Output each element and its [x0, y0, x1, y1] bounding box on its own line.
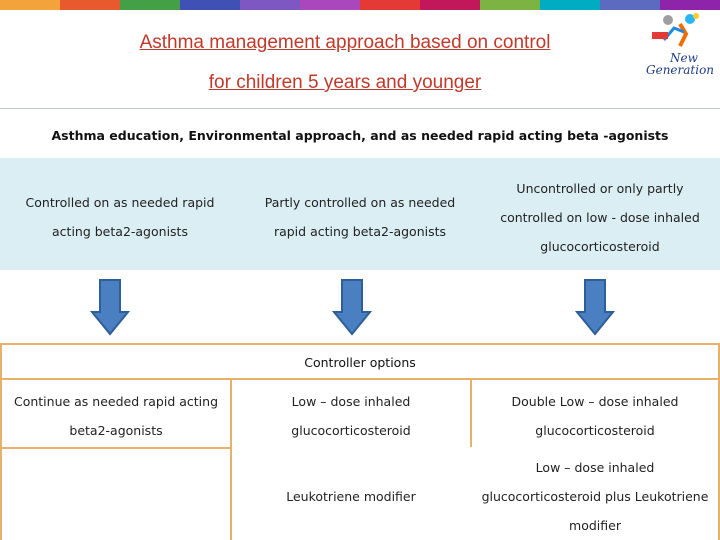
down-arrow-icon — [575, 279, 615, 336]
uncontrolled-line2: controlled on low - dose inhaled — [500, 210, 700, 225]
new-generation-logo: New Generation — [640, 12, 716, 77]
partly-line2: rapid acting beta2-agonists — [273, 224, 447, 239]
color-bar-segment — [180, 0, 240, 10]
top-color-bar — [0, 0, 720, 10]
color-bar-segment — [600, 0, 660, 10]
table-divider — [2, 447, 230, 449]
option-leukotriene-modifier: Leukotriene modifier — [232, 482, 470, 511]
table-divider — [230, 380, 232, 540]
page-title-line2: for children 5 years and younger — [208, 72, 482, 93]
color-bar-segment — [660, 0, 720, 10]
color-bar-segment — [540, 0, 600, 10]
divider-top — [0, 108, 720, 109]
controller-options-header: Controller options — [2, 345, 718, 380]
control-level-partly-controlled: Partly controlled on as needed rapid act… — [240, 188, 480, 246]
color-bar-segment — [120, 0, 180, 10]
option-line: Low – dose inhaled — [535, 460, 655, 475]
down-arrow-icon — [90, 279, 130, 336]
partly-line1: Partly controlled on as needed — [264, 195, 456, 210]
option-line: glucocorticosteroid plus Leukotriene — [481, 489, 709, 504]
logo-text-generation: Generation — [646, 63, 715, 77]
controlled-line1: Controlled on as needed rapid — [25, 195, 215, 210]
education-approach-text: Asthma education, Environmental approach… — [51, 128, 669, 143]
color-bar-segment — [0, 0, 60, 10]
color-bar-segment — [300, 0, 360, 10]
option-line: glucocorticosteroid — [291, 423, 411, 438]
uncontrolled-line3: glucocorticosteroid — [540, 239, 660, 254]
control-level-controlled: Controlled on as needed rapid acting bet… — [0, 188, 240, 246]
option-line: beta2-agonists — [69, 423, 163, 438]
color-bar-segment — [240, 0, 300, 10]
option-double-low-dose-ics: Double Low – dose inhaled glucocorticost… — [472, 387, 718, 445]
option-line: Double Low – dose inhaled — [511, 394, 679, 409]
option-line: modifier — [569, 518, 621, 533]
color-bar-segment — [420, 0, 480, 10]
option-line: Continue as needed rapid acting — [13, 394, 219, 409]
control-level-uncontrolled: Uncontrolled or only partly controlled o… — [480, 174, 720, 261]
option-low-dose-ics-plus-ltra: Low – dose inhaled glucocorticosteroid p… — [472, 453, 718, 540]
color-bar-segment — [360, 0, 420, 10]
controller-options-table: Controller options Continue as needed ra… — [0, 343, 720, 540]
logo-text-new: New — [670, 51, 698, 65]
color-bar-segment — [60, 0, 120, 10]
option-continue-saba: Continue as needed rapid acting beta2-ag… — [2, 387, 230, 445]
option-low-dose-ics: Low – dose inhaled glucocorticosteroid — [232, 387, 470, 445]
page-title-line1: Asthma management approach based on cont… — [139, 32, 551, 53]
color-bar-segment — [480, 0, 540, 10]
control-level-band: Controlled on as needed rapid acting bet… — [0, 158, 720, 270]
down-arrow-icon — [332, 279, 372, 336]
children-figure-icon — [652, 13, 699, 47]
table-divider — [470, 380, 472, 447]
controlled-line2: acting beta2-agonists — [52, 224, 188, 239]
option-line: glucocorticosteroid — [535, 423, 655, 438]
uncontrolled-line1: Uncontrolled or only partly — [516, 181, 684, 196]
option-line: Low – dose inhaled — [291, 394, 411, 409]
option-line: Leukotriene modifier — [286, 489, 416, 504]
